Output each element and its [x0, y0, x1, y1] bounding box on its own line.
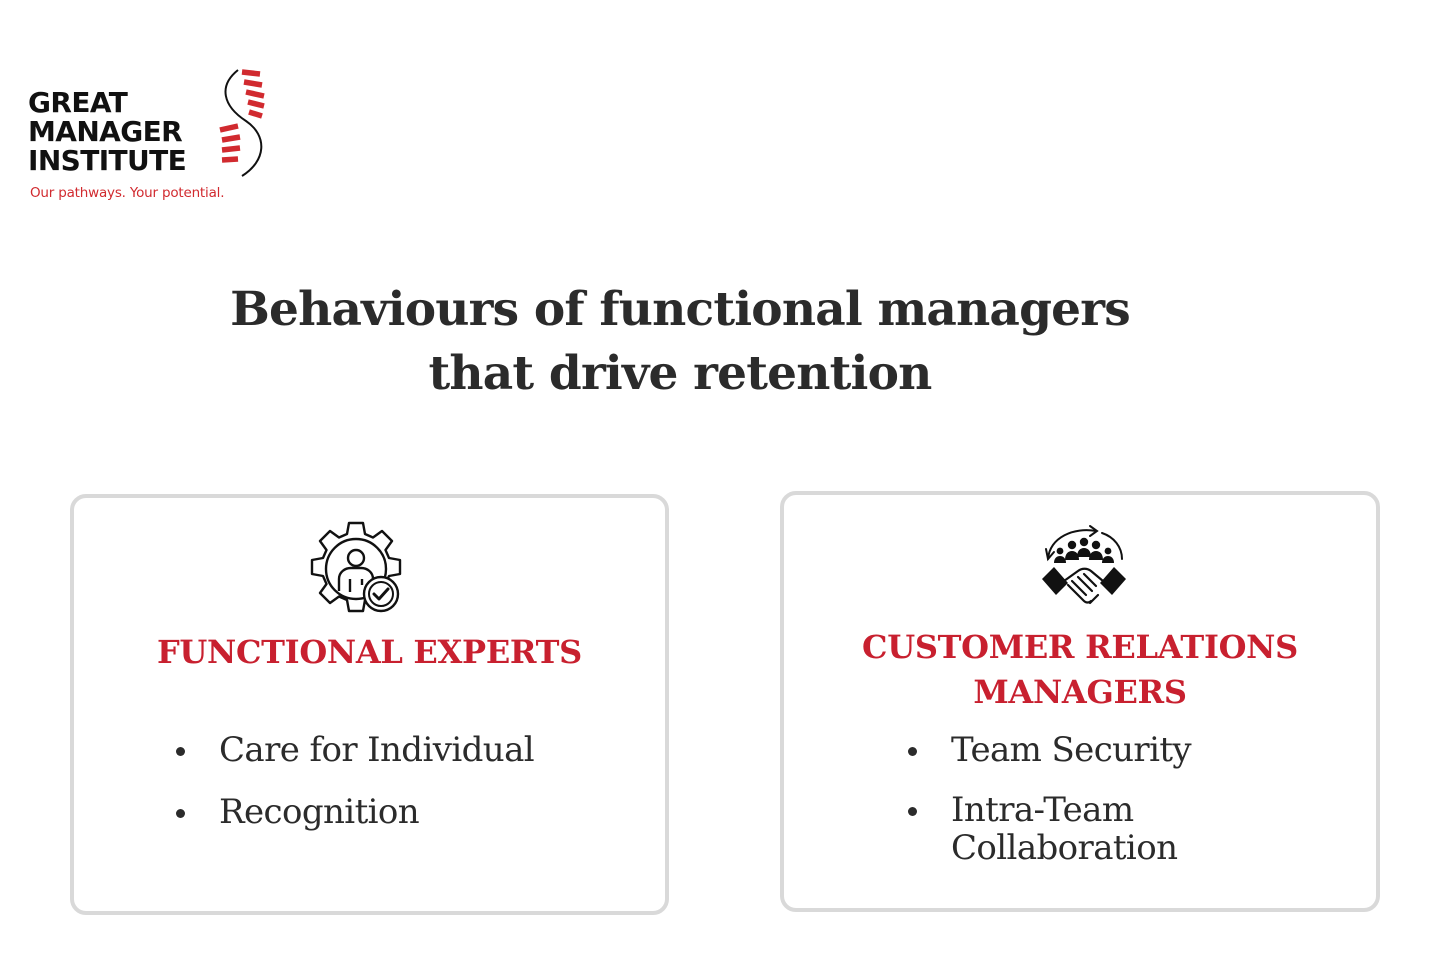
list-item: Intra-Team Collaboration: [906, 791, 1226, 867]
card-heading-line: FUNCTIONAL EXPERTS: [157, 633, 582, 671]
behaviour-list: Care for Individual Recognition: [174, 731, 644, 855]
logo-wordmark: GREAT MANAGER INSTITUTE: [28, 86, 187, 177]
dna-helix-icon: [219, 69, 265, 177]
card-heading: CUSTOMER RELATIONS MANAGERS: [784, 625, 1376, 715]
logo-line-institute: INSTITUTE: [28, 144, 187, 177]
list-item: Care for Individual: [174, 731, 644, 769]
list-item: Team Security: [906, 731, 1226, 769]
logo-tagline: Our pathways. Your potential.: [30, 185, 225, 201]
team-handshake-icon: [1042, 525, 1126, 605]
card-heading: FUNCTIONAL EXPERTS: [74, 630, 665, 675]
title-line-1: Behaviours of functional managers: [230, 282, 1131, 337]
page-title: Behaviours of functional managers that d…: [130, 278, 1230, 406]
logo-line-great: GREAT: [28, 86, 128, 119]
card-heading-line: CUSTOMER RELATIONS: [862, 628, 1298, 666]
behaviour-list: Team Security Intra-Team Collaboration: [906, 731, 1226, 889]
list-item: Recognition: [174, 793, 644, 831]
card-functional-experts: FUNCTIONAL EXPERTS Care for Individual R…: [70, 494, 669, 915]
card-customer-relations-managers: CUSTOMER RELATIONS MANAGERS Team Securit…: [780, 491, 1380, 912]
card-heading-line: MANAGERS: [973, 673, 1187, 711]
gear-person-check-icon: [310, 521, 402, 613]
title-line-2: that drive retention: [428, 346, 933, 401]
logo-line-manager: MANAGER: [28, 115, 183, 148]
brand-logo: GREAT MANAGER INSTITUTE Our pathways. Yo…: [28, 66, 288, 206]
